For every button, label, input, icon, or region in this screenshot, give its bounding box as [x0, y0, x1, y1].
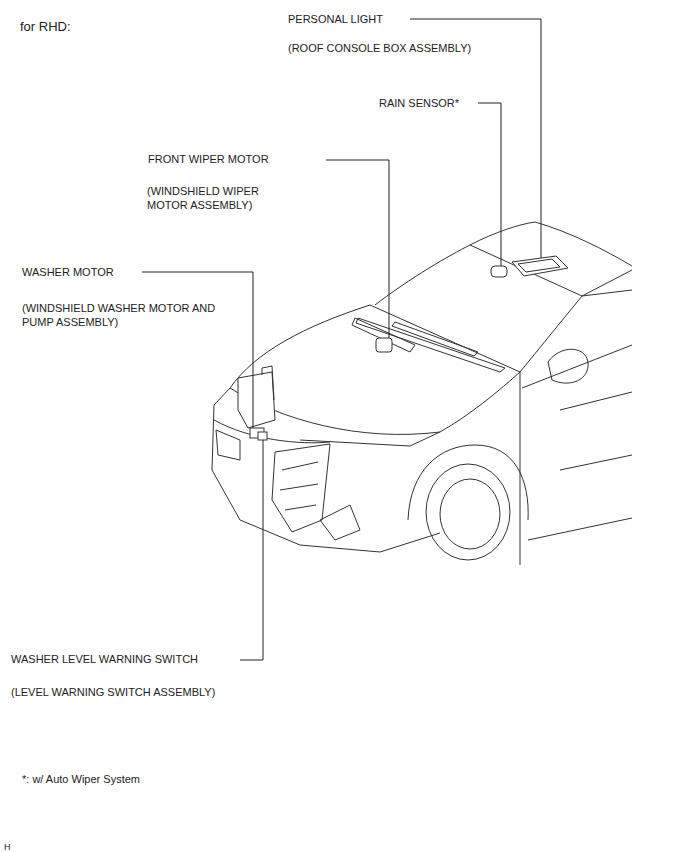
bumper-line	[214, 420, 330, 443]
parts	[238, 256, 568, 440]
personal-light-lens	[518, 259, 560, 272]
leader-lines	[142, 19, 541, 660]
assembly-name: (LEVEL WARNING SWITCH ASSEMBLY)	[11, 685, 215, 699]
personal-light	[512, 256, 568, 276]
door-crease	[560, 392, 632, 470]
door-line	[520, 372, 632, 565]
belt-line	[522, 345, 632, 388]
part-name: PERSONAL LIGHT	[288, 12, 383, 26]
wiper-arm	[356, 318, 505, 372]
windshield	[370, 245, 582, 372]
level-switch	[258, 432, 267, 440]
roof-line	[375, 222, 632, 305]
part-name: WASHER LEVEL WARNING SWITCH	[11, 652, 198, 666]
left-lamp	[216, 430, 240, 460]
part-name: RAIN SENSOR*	[379, 96, 459, 110]
tire	[426, 464, 510, 560]
fog-lamp	[320, 505, 360, 540]
washer-tank	[238, 372, 275, 428]
part-name: FRONT WIPER MOTOR	[148, 152, 269, 166]
filler-neck	[262, 366, 274, 400]
mirror	[548, 349, 588, 383]
assembly-name: (WINDSHIELD WIPER MOTOR ASSEMBLY)	[147, 184, 287, 212]
wiper-blade	[392, 322, 478, 356]
assembly-name: (WINDSHIELD WASHER MOTOR AND PUMP ASSEMB…	[22, 301, 247, 329]
hood-front-edge	[230, 372, 520, 434]
roof-edge	[582, 270, 632, 296]
leader-line	[410, 19, 541, 258]
config-note: for RHD:	[20, 20, 71, 34]
headlight	[300, 432, 440, 446]
leader-line	[326, 160, 389, 338]
leader-line	[478, 103, 501, 266]
wiper-motor	[376, 338, 392, 352]
grille-bars	[280, 462, 318, 510]
side-window	[582, 290, 632, 296]
car-body	[212, 222, 632, 565]
figure-code: H	[4, 840, 11, 852]
footnote: *: w/ Auto Wiper System	[22, 772, 140, 786]
assembly-name: (ROOF CONSOLE BOX ASSEMBLY)	[288, 41, 471, 55]
rim	[440, 479, 500, 549]
part-name: WASHER MOTOR	[22, 265, 114, 279]
leader-line	[142, 272, 253, 428]
leader-line	[240, 440, 263, 660]
wiper-link	[352, 318, 415, 352]
rain-sensor	[491, 266, 507, 277]
